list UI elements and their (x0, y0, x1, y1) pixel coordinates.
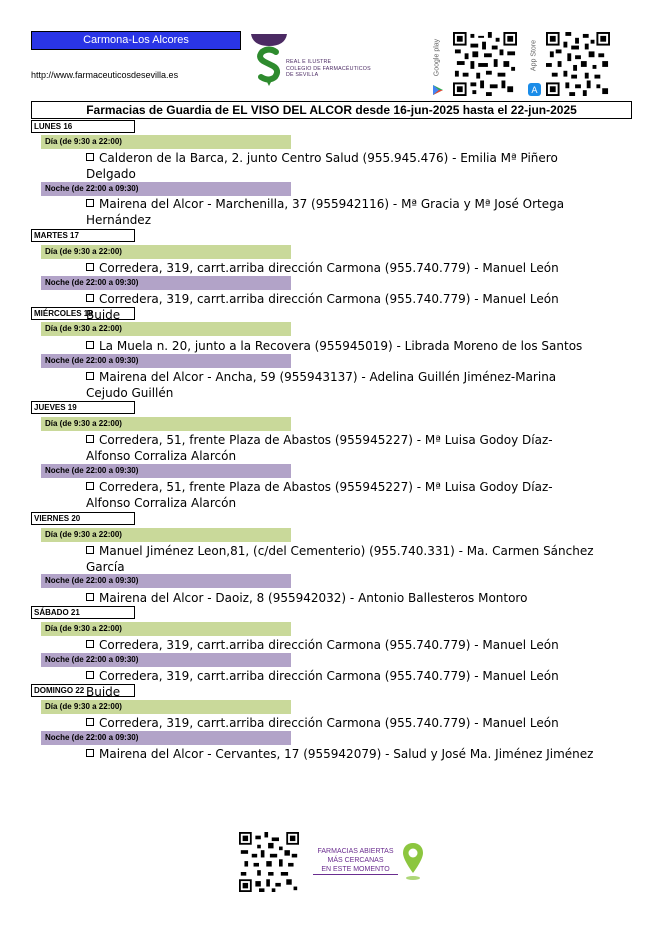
google-play-qr-icon[interactable] (452, 32, 518, 96)
night-shift-label: Noche (de 22:00 a 09:30) (41, 731, 291, 745)
night-shift-label: Noche (de 22:00 a 09:30) (41, 653, 291, 667)
day-label: LUNES 16 (31, 120, 135, 133)
day-shift-label: Día (de 9:30 a 22:00) (41, 135, 291, 149)
night-shift-label: Noche (de 22:00 a 09:30) (41, 276, 291, 290)
google-play-badge[interactable]: Google play (430, 32, 444, 95)
svg-text:A: A (531, 86, 538, 96)
pharmacy-entry[interactable]: Corredera, 51, frente Plaza de Abastos (… (86, 480, 553, 510)
pharmacy-entry[interactable]: Corredera, 319, carrt.arriba dirección C… (86, 669, 559, 699)
logo-text: REAL E ILUSTRE COLEGIO DE FARMACÉUTICOS … (286, 59, 371, 78)
day-shift-label: Día (de 9:30 a 22:00) (41, 700, 291, 714)
pharmacy-entry[interactable]: Calderon de la Barca, 2. junto Centro Sa… (86, 151, 558, 181)
night-shift-label: Noche (de 22:00 a 09:30) (41, 464, 291, 478)
pharmacy-entry[interactable]: Mairena del Alcor - Cervantes, 17 (95594… (86, 746, 596, 762)
day-label: DOMINGO 22 (31, 684, 135, 697)
bullet-icon (86, 435, 94, 443)
day-shift-label: Día (de 9:30 a 22:00) (41, 622, 291, 636)
page-title: Farmacias de Guardia de EL VISO DEL ALCO… (31, 101, 632, 119)
pharmacy-entry[interactable]: Mairena del Alcor - Marchenilla, 37 (955… (86, 197, 565, 227)
bullet-icon (86, 263, 94, 271)
pharmacy-entry[interactable]: La Muela n. 20, junto a la Recovera (955… (86, 338, 596, 354)
bullet-icon (86, 372, 94, 380)
app-store-icon: A (528, 83, 541, 96)
website-url[interactable]: http://www.farmaceuticosdesevilla.es (31, 70, 179, 80)
day-label: VIERNES 20 (31, 512, 135, 525)
app-store-qr-icon[interactable] (545, 32, 611, 96)
night-shift-label: Noche (de 22:00 a 09:30) (41, 354, 291, 368)
pharmacy-entry[interactable]: Mairena del Alcor - Daoiz, 8 (955942032)… (86, 590, 596, 606)
night-shift-label: Noche (de 22:00 a 09:30) (41, 574, 291, 588)
region-label: Carmona-Los Alcores (31, 31, 241, 50)
app-store-badge[interactable]: App Store A (527, 32, 541, 96)
day-shift-label: Día (de 9:30 a 22:00) (41, 528, 291, 542)
bullet-icon (86, 482, 94, 490)
pharmacy-entry[interactable]: Corredera, 319, carrt.arriba dirección C… (86, 292, 559, 322)
bullet-icon (86, 546, 94, 554)
pharmacy-entry[interactable]: Manuel Jiménez Leon,81, (c/del Cementeri… (86, 544, 594, 574)
bullet-icon (86, 749, 94, 757)
bullet-icon (86, 294, 94, 302)
bullet-icon (86, 199, 94, 207)
location-pin-icon[interactable] (402, 841, 424, 881)
day-label: JUEVES 19 (31, 401, 135, 414)
nearby-pharmacies-text[interactable]: FARMACIAS ABIERTAS MÁS CERCANAS EN ESTE … (313, 847, 398, 875)
day-shift-label: Día (de 9:30 a 22:00) (41, 322, 291, 336)
day-label: SÁBADO 21 (31, 606, 135, 619)
night-shift-label: Noche (de 22:00 a 09:30) (41, 182, 291, 196)
day-label: MIÉRCOLES 18 (31, 307, 135, 320)
bullet-icon (86, 640, 94, 648)
day-label: MARTES 17 (31, 229, 135, 242)
day-shift-label: Día (de 9:30 a 22:00) (41, 245, 291, 259)
header-region: Carmona-Los Alcores (31, 31, 241, 50)
nearby-pharmacies-qr-icon[interactable] (239, 832, 299, 892)
bullet-icon (86, 671, 94, 679)
google-play-icon (433, 85, 443, 95)
pharmacy-entry[interactable]: Mairena del Alcor - Ancha, 59 (955943137… (86, 370, 557, 400)
day-shift-label: Día (de 9:30 a 22:00) (41, 417, 291, 431)
bullet-icon (86, 718, 94, 726)
bullet-icon (86, 341, 94, 349)
bullet-icon (86, 593, 94, 601)
pharmacy-entry[interactable]: Corredera, 51, frente Plaza de Abastos (… (86, 433, 553, 463)
bullet-icon (86, 153, 94, 161)
college-logo-icon (251, 34, 287, 86)
